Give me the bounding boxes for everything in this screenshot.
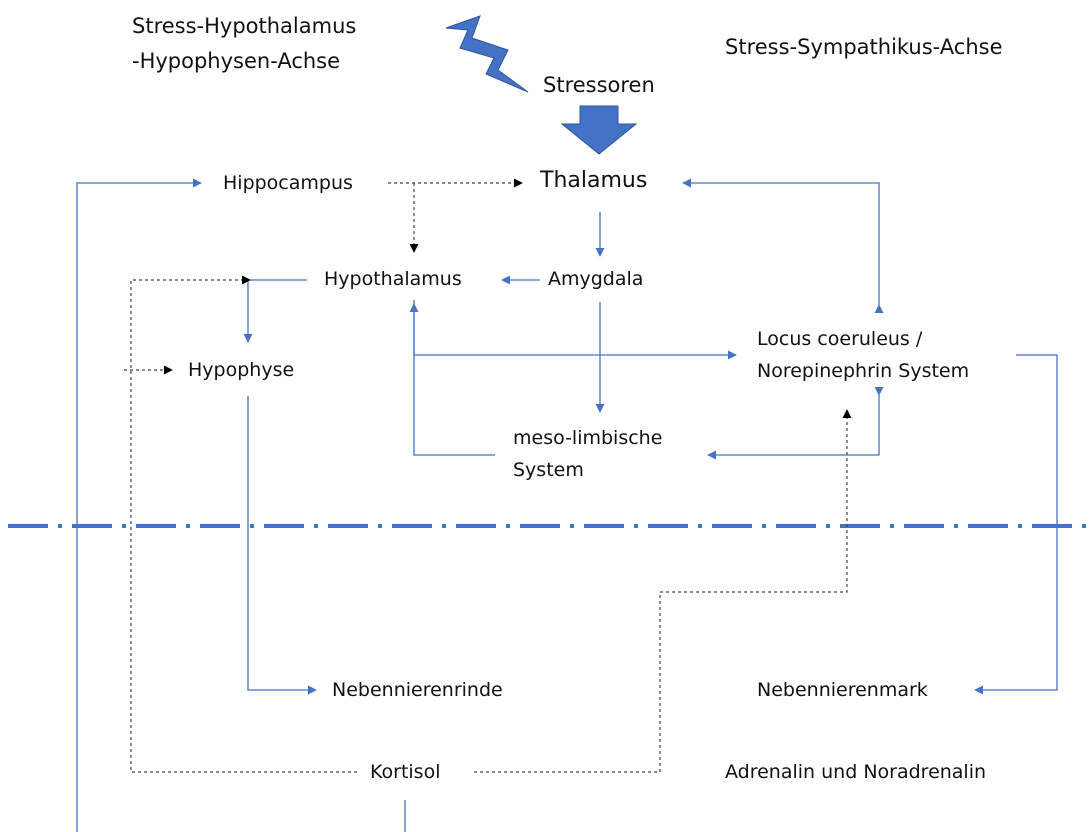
edge-locus-nebennierenmark <box>974 354 1058 695</box>
node-stressoren: Stressoren <box>543 73 655 97</box>
title-sympathikus-axis: Stress-Sympathikus-Achse <box>725 35 1003 59</box>
node-nebennierenrinde: Nebennierenrinde <box>332 679 503 701</box>
edge-hypothalamus-hypophyse <box>243 279 307 343</box>
down-arrow-icon <box>560 105 638 155</box>
node-locus-coeruleus-line2: Norepinephrin System <box>757 360 970 382</box>
node-adrenalin: Adrenalin und Noradrenalin <box>725 761 987 783</box>
lightning-icon <box>445 15 529 93</box>
title-hpa-axis-line1: Stress-Hypothalamus <box>132 14 357 38</box>
edge-locus-meso <box>707 386 884 460</box>
title-hpa-axis-line2: -Hypophysen-Achse <box>132 49 341 73</box>
node-amygdala: Amygdala <box>548 268 644 290</box>
node-meso-limbic-line1: meso-limbische <box>513 427 663 449</box>
node-hippocampus: Hippocampus <box>223 172 353 194</box>
node-thalamus: Thalamus <box>540 168 648 193</box>
node-hypothalamus: Hypothalamus <box>324 268 462 290</box>
edge-kortisol-locus <box>474 409 852 773</box>
edge-left-to-hippocampus <box>76 178 202 832</box>
node-nebennierenmark: Nebennierenmark <box>757 679 928 701</box>
node-hypophyse: Hypophyse <box>188 359 295 381</box>
edge-locus-thalamus <box>682 178 884 314</box>
edge-meso-hypothalamus <box>409 303 495 456</box>
node-locus-coeruleus-line1: Locus coeruleus / <box>757 328 923 350</box>
node-kortisol: Kortisol <box>370 761 441 783</box>
edge-hypophyse-nebennierenrinde <box>247 396 317 695</box>
edge-hypothalamus-locus <box>413 300 737 360</box>
node-meso-limbic-line2: System <box>513 459 584 481</box>
